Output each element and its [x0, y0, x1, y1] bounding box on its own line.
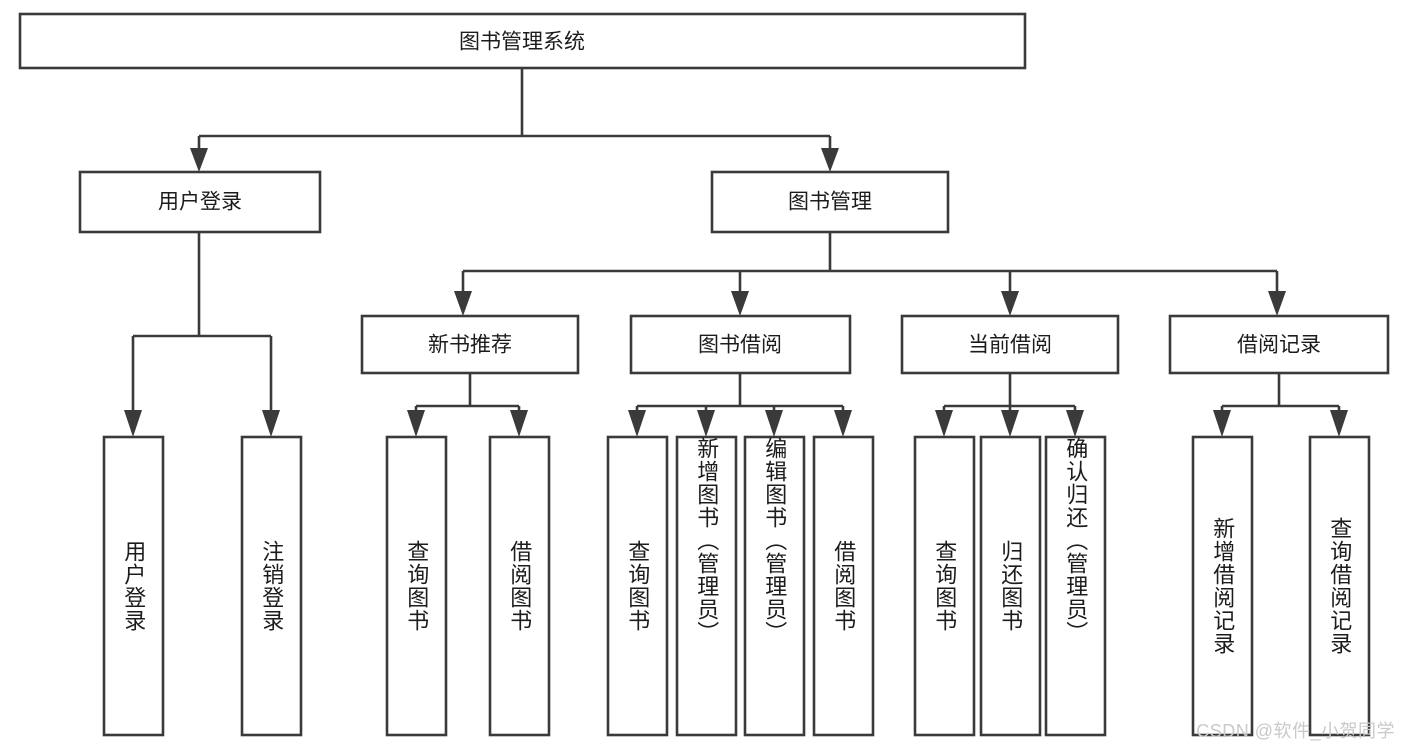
node-borrow-record-box[interactable] — [1168, 314, 1390, 375]
node-user-login[interactable]: 用户登录 — [78, 170, 322, 234]
node-user-login-box[interactable] — [78, 170, 322, 234]
node-current-borrow-label: 当前借阅 — [968, 334, 1052, 357]
arrowhead-leaf-logout — [262, 410, 280, 437]
connector-group-current-borrow — [935, 373, 1084, 437]
leaf-box-query-book-3[interactable] — [913, 435, 976, 737]
leaf-boxes — [102, 435, 1371, 737]
node-new-book-recommend[interactable]: 新书推荐 — [360, 314, 580, 375]
arrowhead-new-book-recommend — [454, 291, 472, 316]
arrowhead-leaf-edit-book — [765, 410, 783, 437]
node-borrow-record-label: 借阅记录 — [1237, 334, 1321, 357]
leaf-box-confirm-return[interactable] — [1044, 435, 1107, 737]
connector-group-user-login — [124, 232, 280, 437]
leaf-box-user-login[interactable] — [102, 435, 165, 737]
node-root-box[interactable] — [18, 12, 1027, 70]
node-root-book-management-system[interactable]: 图书管理系统 — [18, 12, 1027, 70]
arrowhead-leaf-confirm-return — [1066, 410, 1084, 437]
leaf-box-return-book[interactable] — [979, 435, 1042, 737]
arrowhead-leaf-return-book — [1001, 410, 1019, 437]
node-user-login-label: 用户登录 — [158, 191, 242, 214]
leaf-box-logout[interactable] — [240, 435, 303, 737]
connector-group-root — [190, 68, 839, 172]
node-current-borrow[interactable]: 当前借阅 — [900, 314, 1120, 375]
connector-group-borrow-record — [1213, 373, 1348, 437]
arrowhead-leaf-borrow-book-2 — [834, 410, 852, 437]
arrowhead-leaf-query-book-2 — [628, 410, 646, 437]
node-new-book-recommend-box[interactable] — [360, 314, 580, 375]
node-book-borrow-label: 图书借阅 — [698, 334, 782, 357]
arrowhead-book-manage — [821, 148, 839, 172]
node-current-borrow-box[interactable] — [900, 314, 1120, 375]
arrowhead-leaf-user-login — [124, 410, 142, 437]
leaf-box-borrow-book-2[interactable] — [812, 435, 875, 737]
arrowhead-leaf-query-book-1 — [407, 410, 425, 437]
node-book-borrow-box[interactable] — [629, 314, 852, 375]
leaf-box-query-book-1[interactable] — [385, 435, 448, 737]
arrowhead-leaf-borrow-book-1 — [510, 410, 528, 437]
connector-group-new-book-recommend — [407, 373, 528, 437]
arrowhead-leaf-query-book-3 — [935, 410, 953, 437]
arrowhead-book-borrow — [731, 291, 749, 316]
node-new-book-recommend-label: 新书推荐 — [428, 334, 512, 357]
arrowhead-leaf-add-record — [1213, 410, 1231, 437]
connector-group-book-borrow — [628, 373, 852, 437]
arrowhead-user-login — [190, 148, 208, 172]
node-book-manage-box[interactable] — [710, 170, 950, 234]
leaf-box-add-record[interactable] — [1191, 435, 1254, 737]
arrowhead-leaf-add-book — [697, 410, 715, 437]
leaf-box-add-book[interactable] — [675, 435, 738, 737]
leaf-box-borrow-book-1[interactable] — [488, 435, 551, 737]
arrowhead-leaf-query-record — [1330, 410, 1348, 437]
arrowhead-current-borrow — [1001, 291, 1019, 316]
leaf-box-edit-book[interactable] — [743, 435, 806, 737]
connector-group-book-manage — [454, 232, 1286, 316]
node-borrow-record[interactable]: 借阅记录 — [1168, 314, 1390, 375]
watermark-text: CSDN @软件_小贺同学 — [1196, 721, 1395, 741]
arrowhead-borrow-record — [1268, 291, 1286, 316]
node-book-borrow[interactable]: 图书借阅 — [629, 314, 852, 375]
node-book-manage[interactable]: 图书管理 — [710, 170, 950, 234]
node-root-label: 图书管理系统 — [459, 31, 585, 54]
leaf-box-query-book-2[interactable] — [606, 435, 669, 737]
leaf-box-query-record[interactable] — [1308, 435, 1371, 737]
node-book-manage-label: 图书管理 — [788, 191, 872, 214]
